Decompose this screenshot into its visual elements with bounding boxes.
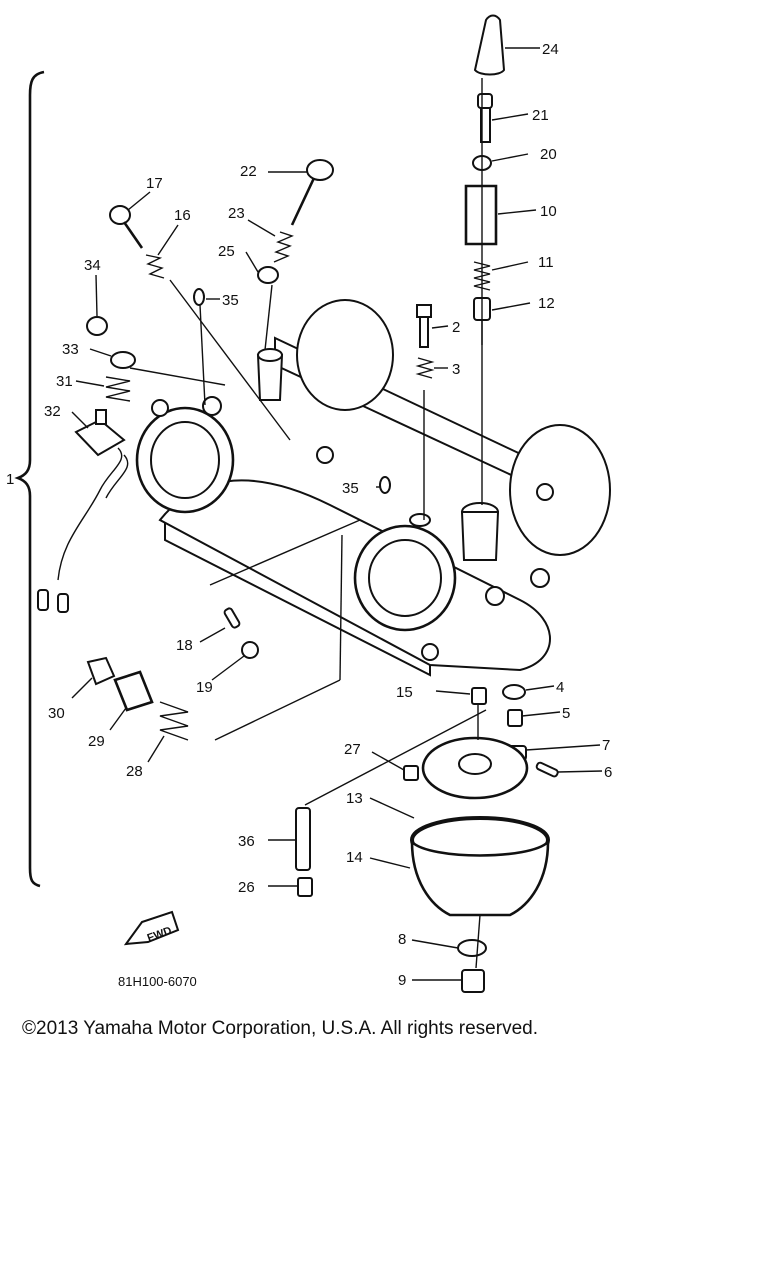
part-36-jet: [295, 807, 311, 871]
callout-27: 27: [344, 741, 361, 758]
callout-35-upper: 35: [222, 292, 239, 309]
callout-32: 32: [44, 403, 61, 420]
callout-33: 33: [62, 341, 79, 358]
callout-7: 7: [602, 737, 610, 754]
carburetor-exploded-diagram: 1: [6, 14, 612, 993]
part-23-spring: [273, 231, 294, 263]
carburetor-body: [135, 299, 611, 677]
callout-23: 23: [228, 205, 245, 222]
fwd-arrow-icon: FWD: [123, 910, 180, 946]
part-31-spring: [105, 376, 131, 402]
callout-28: 28: [126, 763, 143, 780]
assembly-label: 1: [6, 471, 14, 488]
part-26-jet: [297, 877, 313, 897]
part-29-sleeve: [113, 670, 154, 712]
callout-36: 36: [238, 833, 255, 850]
callout-20: 20: [540, 146, 557, 163]
part-25-sleeve: [257, 266, 279, 284]
part-35-plug-upper: [193, 288, 205, 306]
part-8-washer: [457, 939, 487, 957]
callout-18: 18: [176, 637, 193, 654]
callout-numbers: 24 21 20 10 11 12 2 3 17 22 16 23 25 35 …: [44, 41, 612, 989]
part-27-screw: [403, 765, 419, 781]
callout-6: 6: [604, 764, 612, 781]
part-32-sensor: [37, 409, 129, 613]
part-16-spring: [145, 254, 165, 279]
callout-35-lower: 35: [342, 480, 359, 497]
callout-2: 2: [452, 319, 460, 336]
callout-21: 21: [532, 107, 549, 124]
part-35-plug-lower: [379, 476, 391, 494]
part-24-cap: [473, 14, 506, 76]
part-21-screw: [477, 93, 493, 143]
part-33-washer: [110, 351, 136, 369]
part-5-screw: [507, 709, 523, 727]
part-14-bowl: [410, 838, 550, 917]
assembly-guide-lines: [129, 78, 487, 969]
callout-12: 12: [538, 295, 555, 312]
callout-16: 16: [174, 207, 191, 224]
part-22-adjuster: [290, 159, 334, 226]
part-3-spring: [415, 357, 435, 379]
part-9-plug: [461, 969, 485, 993]
part-19-nut: [241, 641, 259, 659]
part-28-spring: [159, 701, 189, 741]
part-6-pin: [535, 761, 559, 778]
callout-8: 8: [398, 931, 406, 948]
part-2-screw: [416, 304, 432, 348]
callout-29: 29: [88, 733, 105, 750]
callout-22: 22: [240, 163, 257, 180]
callout-31: 31: [56, 373, 73, 390]
drawing-number: 81H100-6070: [118, 974, 197, 989]
callout-15: 15: [396, 684, 413, 701]
float: [421, 736, 529, 800]
part-4-washer: [502, 684, 526, 700]
part-18-pin: [223, 607, 241, 629]
part-34-cap: [86, 316, 108, 336]
callout-4: 4: [556, 679, 564, 696]
assembly-bracket: [14, 70, 45, 888]
part-15-jet: [471, 687, 487, 705]
callout-leaders: [71, 47, 603, 981]
callout-25: 25: [218, 243, 235, 260]
part-10-housing: [464, 184, 498, 246]
callout-9: 9: [398, 972, 406, 989]
callout-14: 14: [346, 849, 363, 866]
part-30-bushing: [86, 656, 116, 686]
callout-13: 13: [346, 790, 363, 807]
callout-26: 26: [238, 879, 255, 896]
callout-30: 30: [48, 705, 65, 722]
part-17-screw: [109, 205, 144, 249]
callout-5: 5: [562, 705, 570, 722]
callout-24: 24: [542, 41, 559, 58]
callout-19: 19: [196, 679, 213, 696]
callout-34: 34: [84, 257, 101, 274]
callout-3: 3: [452, 361, 460, 378]
callout-11: 11: [538, 254, 554, 271]
callout-10: 10: [540, 203, 557, 220]
copyright-notice: ©2013 Yamaha Motor Corporation, U.S.A. A…: [22, 1018, 538, 1039]
callout-17: 17: [146, 175, 163, 192]
